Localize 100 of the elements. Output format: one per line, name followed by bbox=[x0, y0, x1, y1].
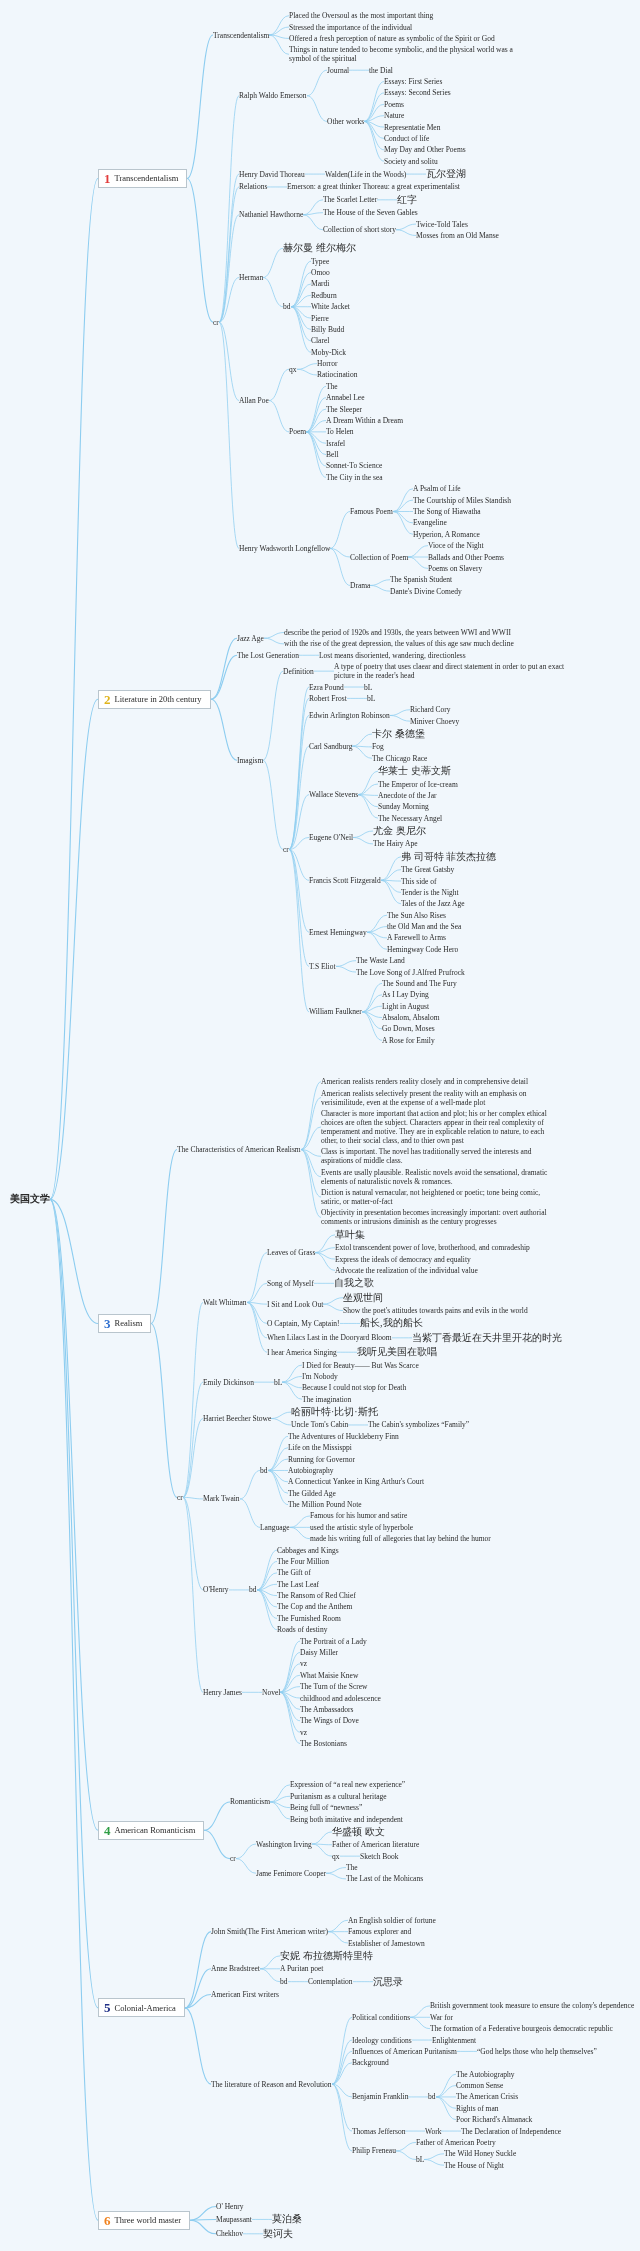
topic-box bbox=[98, 1313, 152, 1333]
branch-line bbox=[331, 2016, 353, 2085]
branch-label: 华盛顿 欧文 bbox=[332, 1825, 385, 1838]
branch-line bbox=[392, 511, 414, 535]
topic-title: Colonial-America bbox=[114, 2002, 176, 2013]
branch-line bbox=[256, 1589, 278, 1631]
branch-line bbox=[322, 1297, 344, 1305]
branch-line bbox=[269, 1795, 291, 1803]
branch-label: 草叶集 bbox=[335, 1228, 365, 1241]
branch-line bbox=[281, 1381, 303, 1400]
branch-line bbox=[392, 488, 414, 512]
branch-line bbox=[242, 2233, 264, 2235]
topic-box bbox=[98, 169, 188, 189]
topic-title: Literature in 20th century bbox=[114, 694, 202, 705]
branch-line bbox=[218, 214, 240, 323]
branch-line bbox=[253, 1381, 275, 1383]
branch-label: 弗 司哥特 菲茨杰拉德 bbox=[401, 850, 496, 863]
branch-label: 沉思录 bbox=[373, 1975, 403, 1988]
branch-line bbox=[352, 830, 374, 838]
branch-line bbox=[267, 1447, 289, 1471]
branch-line bbox=[246, 1282, 268, 1303]
branch-line bbox=[189, 2219, 217, 2235]
branch-line bbox=[305, 431, 327, 478]
branch-label: 我听见美国在歌唱 bbox=[357, 1346, 437, 1358]
branch-line bbox=[296, 363, 318, 370]
branch-line bbox=[363, 121, 385, 151]
branch-line bbox=[259, 1968, 281, 1983]
branch-line bbox=[210, 637, 238, 700]
branch-line bbox=[363, 81, 385, 122]
branch-line bbox=[440, 2130, 462, 2132]
branch-line bbox=[311, 1843, 333, 1846]
branch-line bbox=[376, 199, 398, 201]
branch-line bbox=[339, 1855, 361, 1857]
branch-line bbox=[456, 2051, 478, 2052]
branch-line bbox=[268, 34, 290, 55]
branch-line bbox=[210, 654, 238, 700]
branch-line bbox=[391, 1337, 413, 1339]
branch-line bbox=[263, 632, 285, 639]
branch-line bbox=[246, 1302, 268, 1324]
branch-label: 莫泊桑 bbox=[272, 2213, 302, 2225]
branch-line bbox=[423, 2159, 445, 2166]
branch-line bbox=[322, 1303, 344, 1311]
branch-line bbox=[314, 1252, 336, 1260]
branch-line bbox=[314, 1252, 336, 1271]
topic-box bbox=[98, 1820, 205, 1840]
branch-line bbox=[246, 1252, 268, 1303]
branch-line bbox=[228, 1589, 250, 1591]
branch-line bbox=[404, 2130, 426, 2132]
branch-line bbox=[389, 709, 411, 716]
branch-label: 安妮 布拉德斯特里特 bbox=[280, 1949, 373, 1962]
branch-line bbox=[287, 1981, 309, 1983]
branch-line bbox=[395, 2142, 417, 2152]
branch-line bbox=[203, 1829, 231, 1860]
branch-label: 华莱士 史蒂文斯 bbox=[378, 765, 451, 777]
root-topic: 美国文学 bbox=[10, 1193, 50, 1206]
branch-line bbox=[329, 511, 351, 549]
branch-line bbox=[150, 1322, 178, 1498]
branch-line bbox=[339, 1323, 361, 1324]
branch-line bbox=[329, 548, 351, 558]
branch-line bbox=[189, 2206, 217, 2221]
branch-line bbox=[279, 1691, 301, 1744]
branch-line bbox=[302, 214, 324, 231]
branch-line bbox=[289, 1515, 311, 1528]
branch-line bbox=[423, 2153, 445, 2160]
topic-box bbox=[98, 689, 211, 709]
branch-line bbox=[288, 794, 310, 850]
branch-line bbox=[363, 103, 385, 122]
branch-line bbox=[407, 2096, 429, 2098]
branch-line bbox=[409, 2016, 431, 2030]
branch-line bbox=[325, 1872, 347, 1880]
topic-title: Three world master bbox=[114, 2215, 182, 2226]
branch-line bbox=[288, 849, 310, 881]
branch-line bbox=[311, 1843, 333, 1857]
branch-line bbox=[262, 247, 284, 278]
branch-line bbox=[329, 548, 351, 586]
branch-line bbox=[296, 368, 318, 376]
branch-line bbox=[268, 368, 290, 401]
branch-line bbox=[270, 1418, 292, 1426]
branch-line bbox=[361, 1005, 383, 1013]
branch-line bbox=[267, 1470, 289, 1494]
branch-line bbox=[269, 1801, 291, 1820]
branch-line bbox=[288, 849, 310, 967]
branch-line bbox=[366, 931, 388, 950]
branch-line bbox=[380, 879, 402, 905]
branch-line bbox=[369, 579, 391, 586]
branch-line bbox=[186, 178, 214, 323]
branch-line bbox=[313, 670, 335, 672]
branch-line bbox=[256, 1561, 278, 1591]
branch-line bbox=[182, 1418, 204, 1498]
branch-line bbox=[150, 1149, 178, 1324]
branch-line bbox=[335, 960, 357, 967]
topic-number: 1 bbox=[104, 172, 111, 186]
branch-line bbox=[331, 2083, 353, 2098]
branch-line bbox=[262, 670, 284, 761]
branch-label: 卡尔 桑德堡 bbox=[372, 728, 425, 740]
branch-label: 当紫丁香最近在天井里开花的时光 bbox=[412, 1331, 562, 1344]
topic-number: 6 bbox=[104, 2213, 111, 2227]
branch-line bbox=[184, 1931, 212, 2009]
branch-line bbox=[327, 1931, 349, 1944]
branch-line bbox=[182, 1302, 204, 1498]
